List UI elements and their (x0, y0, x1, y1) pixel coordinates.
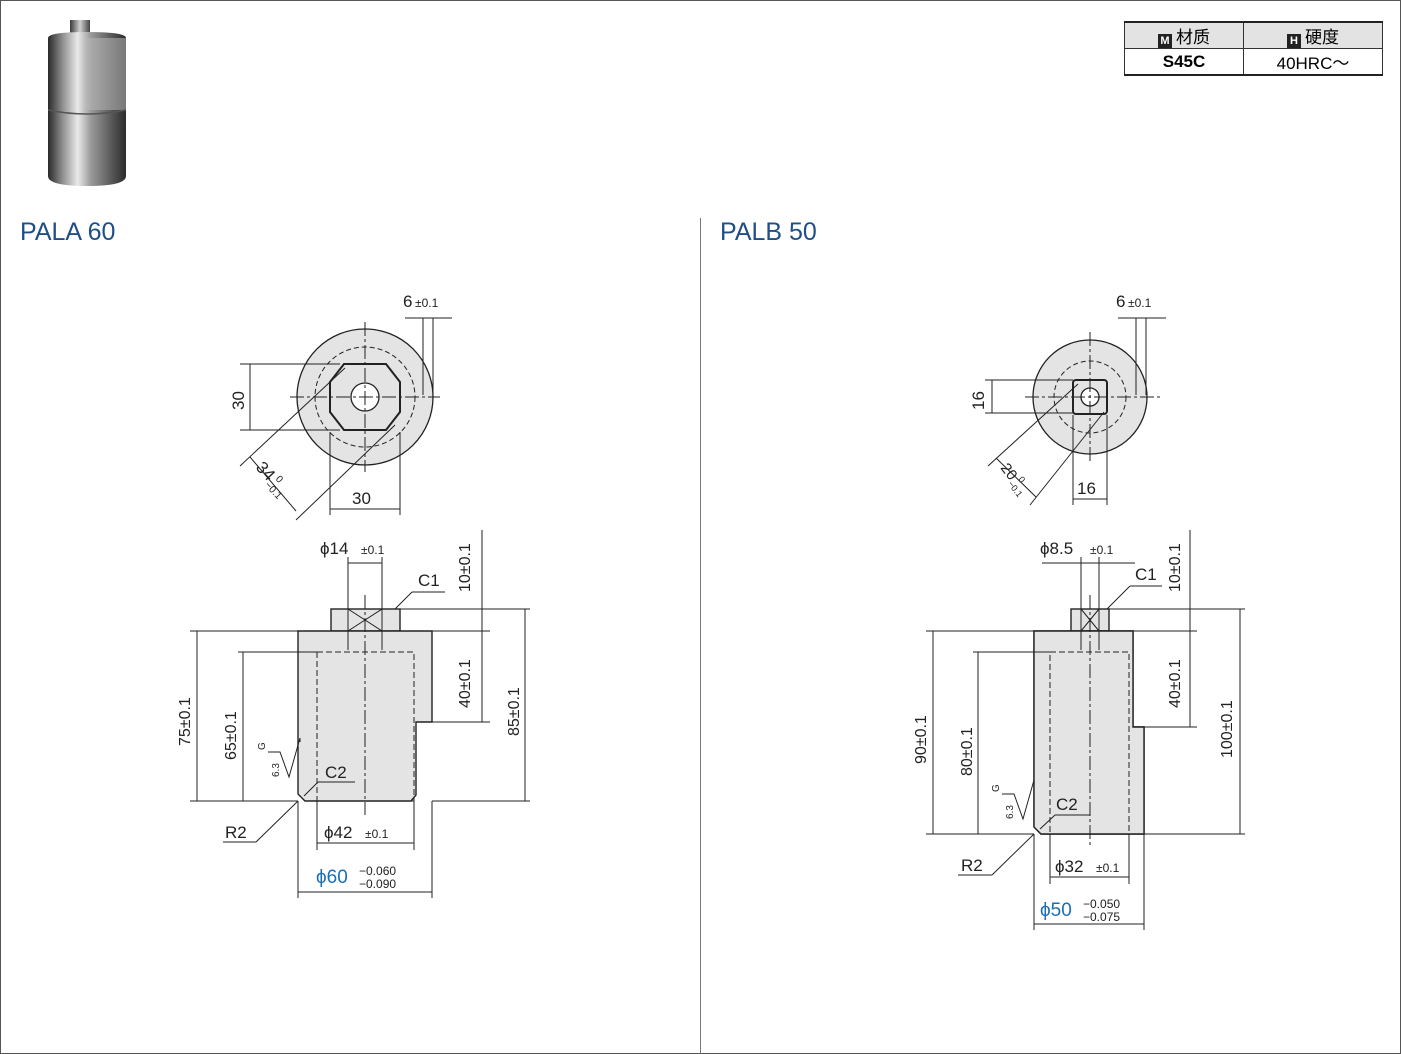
palb-chamfer-top: C1 (1135, 565, 1157, 584)
pala-bore-dia: ϕ42 (324, 823, 352, 842)
pala-flat-depth: 40±0.1 (457, 659, 474, 708)
pala-finish-g: G (257, 742, 268, 750)
palb-side-view (926, 530, 1245, 930)
material-value: S45C (1124, 48, 1244, 76)
pala-top-view (239, 317, 452, 521)
pala-hex-tol-lower: −0.1 (262, 480, 284, 502)
pala-hex-tol-upper: 0 (273, 474, 285, 486)
palb-top-view (985, 317, 1166, 506)
pala-body-height: 75±0.1 (177, 697, 194, 746)
palb-sq-height: 16 (969, 391, 988, 410)
palb-outer-dia: ϕ50 (1040, 900, 1072, 921)
pala-radius: R2 (225, 823, 247, 842)
pala-pin-dia-tol: ±0.1 (361, 543, 385, 557)
pala-finish-ra: 6.3 (271, 763, 282, 777)
palb-inner-depth: 80±0.1 (959, 727, 976, 776)
pala-hex-width: 30 (352, 489, 371, 508)
pala-total-height: 85±0.1 (506, 687, 523, 736)
palb-pin-height: 10±0.1 (1167, 543, 1184, 592)
palb-radius: R2 (961, 856, 983, 875)
palb-total-height: 100±0.1 (1219, 700, 1236, 758)
palb-outer-tol-upper: −0.050 (1083, 897, 1120, 911)
left-title: PALA 60 (20, 218, 116, 246)
palb-flat-depth: 40±0.1 (1167, 659, 1184, 708)
pala-pin-dia: ϕ14 (320, 539, 348, 558)
palb-top-width-tol: ±0.1 (1128, 296, 1152, 310)
palb-sq-tol-upper: 0 (1016, 475, 1027, 485)
hardness-header: 硬度 (1305, 28, 1339, 47)
column-divider (700, 218, 701, 1054)
right-title: PALB 50 (720, 218, 817, 246)
material-header: 材质 (1176, 28, 1210, 47)
pala-outer-dia: ϕ60 (316, 867, 348, 888)
material-icon: M (1158, 34, 1172, 48)
pala-hex-height: 30 (229, 391, 248, 410)
spec-table: M 材质 H 硬度 S45C 40HRC～ (1124, 21, 1383, 76)
hardness-value: 40HRC～ (1243, 48, 1383, 76)
pala-bore-dia-tol: ±0.1 (365, 827, 389, 841)
palb-chamfer-bottom: C2 (1056, 795, 1078, 814)
palb-sq-across: 20 (997, 460, 1021, 484)
product-photo (47, 20, 127, 186)
palb-bore-dia-tol: ±0.1 (1096, 861, 1120, 875)
palb-top-width: 6 (1116, 292, 1125, 311)
palb-sq-width: 16 (1077, 479, 1096, 498)
palb-finish-ra: 6.3 (1005, 805, 1016, 819)
palb-pin-dia-tol: ±0.1 (1090, 543, 1114, 557)
hardness-icon: H (1287, 34, 1301, 48)
pala-outer-tol-lower: −0.090 (359, 877, 396, 891)
pala-top-width-tol: ±0.1 (415, 296, 439, 310)
pala-pin-height: 10±0.1 (457, 543, 474, 592)
pala-chamfer-bottom: C2 (325, 763, 347, 782)
pala-side-view (190, 530, 530, 898)
palb-outer-tol-lower: −0.075 (1083, 910, 1120, 924)
pala-chamfer-top: C1 (418, 571, 440, 590)
hardness-header-cell: H 硬度 (1243, 21, 1383, 49)
pala-inner-depth: 65±0.1 (223, 711, 240, 760)
palb-bore-dia: ϕ32 (1055, 857, 1083, 876)
pala-top-width: 6 (403, 292, 412, 311)
palb-body-height: 90±0.1 (913, 715, 930, 764)
pala-outer-tol-upper: −0.060 (359, 864, 396, 878)
palb-finish-g: G (991, 784, 1002, 792)
palb-pin-dia: ϕ8.5 (1040, 539, 1073, 558)
